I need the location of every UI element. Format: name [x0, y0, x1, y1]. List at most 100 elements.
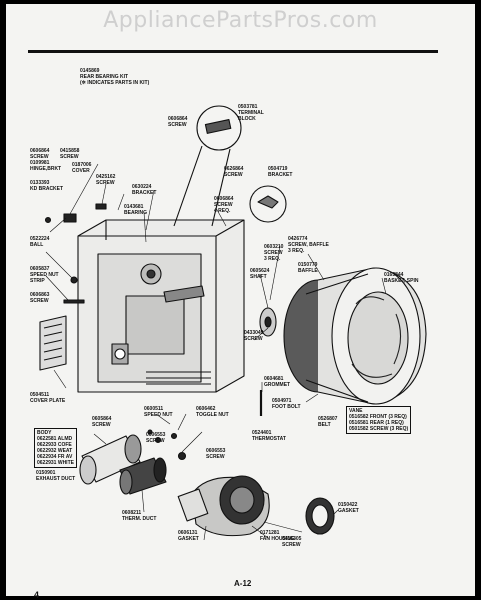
leader-lines [45, 163, 387, 541]
part-number: 0626864 [224, 166, 244, 172]
part-number: 0522224 [30, 236, 50, 242]
vane-table-title: VANE [349, 408, 363, 414]
part-description: BRACKET [132, 190, 157, 196]
part-number: 0150422 [338, 502, 358, 508]
therm-duct-part [119, 457, 167, 495]
body-table-row: 0622934 FR AV [37, 454, 73, 460]
part-number: 0606553 [206, 448, 226, 454]
part-description: SCREW [146, 438, 165, 444]
part-number: 0603210 [264, 244, 284, 250]
part-description: SPEED NUT [144, 412, 173, 418]
body-color-table: BODY 0622581 ALMD 0622933 COFE 0622932 W… [34, 428, 77, 468]
part-number: 0605864 [92, 416, 112, 422]
part-description: BELT [318, 422, 331, 428]
part-description: BRACKET [268, 172, 293, 178]
page-number: 4 [34, 590, 40, 600]
part-number: 0150901 [36, 470, 56, 476]
body-table-row: 0622932 WEAT [37, 448, 73, 454]
part-description: BLOCK [238, 116, 256, 122]
part-description: THERM. DUCT [122, 516, 157, 522]
vane-table-row: 0501582 SCREW (3 REQ) [349, 426, 409, 432]
part-number: 0504511 [30, 392, 50, 398]
vane-table-row: 0516581 REAR (1 REQ) [349, 420, 404, 426]
part-description: SCREW [168, 122, 187, 128]
part-description: 4 REQ. [214, 208, 231, 214]
part-description: STRIP [30, 278, 45, 284]
part-description: GASKET [338, 508, 359, 514]
part-number: 0526807 [318, 416, 338, 422]
bracket-detail [249, 185, 287, 223]
part-description: SCREW [214, 202, 233, 208]
part-number: 0504971 [272, 398, 292, 404]
body-table-row: 0622581 ALMD [37, 436, 73, 442]
kit-part-number: 0145869 [80, 68, 100, 74]
exploded-view-drawing [39, 105, 427, 541]
part-number: 0415858 [60, 148, 80, 154]
part-description: HINGE,BRKT [30, 166, 62, 172]
part-number: 0606462 [196, 406, 216, 412]
part-description: SPEED NUT [30, 272, 59, 278]
cover-plate-part [39, 315, 67, 371]
part-description: FOOT BOLT [272, 404, 301, 410]
small-hardware [44, 203, 263, 461]
part-number: 0606863 [30, 292, 50, 298]
cabinet-frame [77, 219, 245, 393]
shaft-hub [259, 307, 277, 337]
part-number: 0150779 [298, 262, 318, 268]
vane-table-row: 0516582 FRONT (3 REQ) [349, 414, 407, 420]
part-number: 0630224 [132, 184, 152, 190]
part-description: 3 REQ. [288, 248, 305, 254]
kit-title: REAR BEARING KIT [80, 74, 129, 80]
part-number: 0163844 [384, 272, 404, 278]
part-description: SCREW [264, 250, 283, 256]
part-number: 0504719 [268, 166, 288, 172]
part-number: 0606864 [30, 148, 50, 154]
part-number: 0171281 [260, 530, 280, 536]
part-description: SCREW [206, 454, 225, 460]
body-table-title: BODY [37, 430, 52, 436]
spin-basket-part [283, 267, 427, 405]
part-description: 3 REQ. [264, 256, 281, 262]
part-description: SCREW [30, 298, 49, 304]
part-description: KD BRACKET [30, 186, 64, 192]
body-table-row: 0622933 COFE [37, 442, 72, 448]
part-number: 0606131 [178, 530, 198, 536]
part-description: SCREW [30, 154, 49, 160]
part-number: 0187006 [72, 162, 92, 168]
part-description: BASKET, SPIN [384, 278, 419, 284]
part-description: EXHAUST DUCT [36, 476, 76, 482]
terminal-block-detail [173, 105, 242, 227]
part-number: 0133393 [30, 180, 50, 186]
body-table-row: 0622931 WHITE [37, 460, 74, 466]
part-number: 0426774 [288, 236, 308, 242]
part-number: 0416305 [282, 536, 302, 542]
